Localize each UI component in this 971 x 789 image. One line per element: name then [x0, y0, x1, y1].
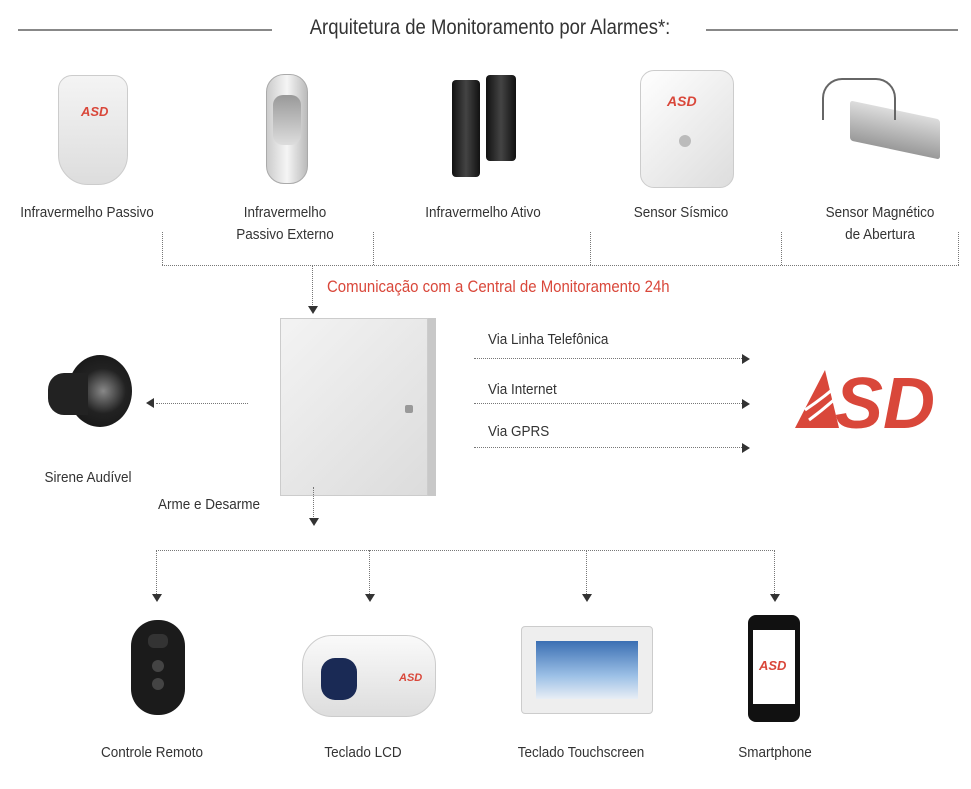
channel-line — [474, 358, 742, 359]
connector-line — [958, 232, 959, 265]
arrow-down-icon — [582, 594, 592, 602]
sensor-label: Infravermelho Ativo — [425, 204, 541, 221]
active-infrared-beam-icon — [452, 80, 480, 177]
alarm-control-panel-icon — [280, 318, 428, 496]
connector-line — [590, 232, 591, 265]
siren-label: Sirene Audível — [44, 469, 132, 486]
channel-label: Via Internet — [488, 381, 557, 398]
active-infrared-beam-icon — [486, 75, 516, 161]
control-label: Teclado LCD — [324, 744, 402, 761]
arrow-down-icon — [152, 594, 162, 602]
connector-line — [312, 265, 313, 307]
outdoor-pir-sensor-icon — [266, 74, 308, 184]
arrow-right-icon — [742, 399, 750, 409]
sensor-bus-line — [162, 265, 959, 266]
connector-line — [373, 232, 374, 265]
sensor-label: Sensor Magnético de Abertura — [825, 204, 935, 243]
channel-line — [474, 403, 742, 404]
arrow-down-icon — [770, 594, 780, 602]
arrow-right-icon — [742, 354, 750, 364]
control-label: Controle Remoto — [100, 744, 204, 761]
magnetic-contact-cable — [822, 78, 896, 120]
touchscreen-keypad-icon — [521, 626, 653, 714]
control-label: Smartphone — [738, 744, 812, 761]
title-rule-right — [706, 29, 958, 31]
lcd-keypad-icon: ASD — [302, 635, 436, 717]
arrow-down-icon — [308, 306, 318, 314]
smartphone-icon: ASD — [748, 615, 800, 722]
arrow-down-icon — [309, 518, 319, 526]
arrow-left-icon — [146, 398, 154, 408]
sensor-label: Infravermelho Passivo Externo — [236, 204, 334, 243]
sensor-label: Infravermelho Passivo — [20, 204, 154, 221]
channel-label: Via GPRS — [488, 423, 550, 440]
siren-icon — [48, 355, 134, 435]
connector-line — [156, 550, 157, 594]
title-rule-left — [18, 29, 272, 31]
arrow-right-icon — [742, 443, 750, 453]
arrow-down-icon — [365, 594, 375, 602]
sensor-label: Sensor Sísmico — [633, 204, 729, 221]
communication-label: Comunicação com a Central de Monitoramen… — [327, 277, 670, 296]
remote-control-icon — [131, 620, 185, 715]
connector-line — [781, 232, 782, 265]
control-bus-line — [156, 550, 775, 551]
connector-line — [774, 550, 775, 594]
connector-line — [162, 232, 163, 265]
connector-line — [369, 550, 370, 594]
arm-disarm-label: Arme e Desarme — [158, 496, 261, 513]
asd-logo: SD — [795, 360, 955, 444]
svg-text:SD: SD — [835, 364, 935, 432]
control-label: Teclado Touchscreen — [517, 744, 645, 761]
diagram-title: Arquitetura de Monitoramento por Alarmes… — [309, 16, 671, 39]
connector-line — [313, 487, 314, 519]
seismic-sensor-icon: ASD — [640, 70, 734, 188]
channel-line — [474, 447, 742, 448]
pir-sensor-icon: ASD — [58, 75, 128, 185]
channel-label: Via Linha Telefônica — [488, 331, 609, 348]
siren-connector-line — [156, 403, 248, 404]
connector-line — [586, 550, 587, 594]
